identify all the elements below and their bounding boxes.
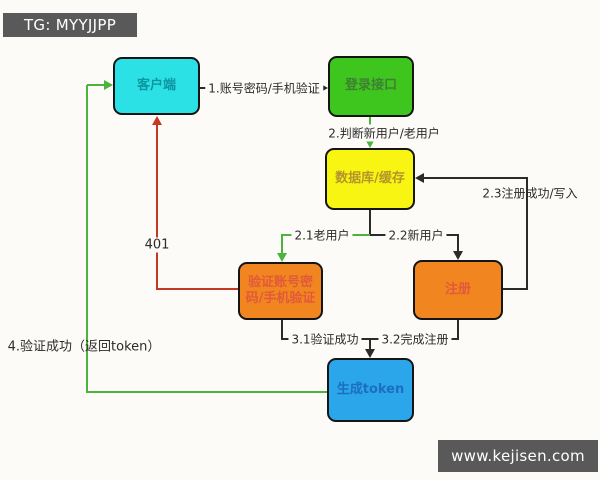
- edge-3-1-line: [281, 320, 283, 340]
- telegram-watermark-text: TG: MYYJJPP: [23, 16, 117, 34]
- edge-3-2-line: [457, 320, 459, 340]
- node-verify-credentials-label: 验证账号密码/手机验证: [245, 274, 316, 306]
- edge-2-3-arrowhead-icon: [415, 173, 424, 183]
- node-login-api-label: 登录接口: [344, 78, 397, 94]
- node-database-cache-label: 数据库/缓存: [335, 170, 405, 186]
- edge-2-3-label: 2.3注册成功/写入: [482, 186, 578, 201]
- node-register: 注册: [413, 260, 503, 320]
- edge-3-2-label: 3.2完成注册: [378, 330, 452, 348]
- node-generate-token-label: 生成token: [336, 381, 405, 397]
- edge-401-line: [156, 125, 158, 290]
- node-register-label: 注册: [444, 281, 471, 297]
- edge-2-2-line: [457, 234, 459, 251]
- site-watermark-text: www.kejisen.com: [451, 447, 585, 465]
- edge-2-3-line: [526, 178, 528, 290]
- edge-401-label: 401: [141, 237, 173, 253]
- edge-2x-stem-line: [369, 210, 371, 236]
- node-database-cache: 数据库/缓存: [325, 148, 415, 210]
- edge-3-1-label: 3.1验证成功: [288, 330, 362, 348]
- edge-4-label: 4.验证成功（返回token）: [7, 339, 161, 355]
- edge-2-arrowhead-icon: [365, 139, 375, 148]
- edge-2-2-label: 2.2新用户: [385, 226, 447, 244]
- edge-2-2-arrowhead-icon: [453, 251, 463, 260]
- edge-2-3-line: [424, 177, 528, 179]
- site-watermark: www.kejisen.com: [438, 440, 598, 472]
- node-client: 客户端: [113, 57, 200, 115]
- edge-2-1-label: 2.1老用户: [291, 226, 353, 244]
- edge-401-line: [157, 288, 238, 290]
- edge-2-1-line: [281, 234, 283, 253]
- telegram-watermark: TG: MYYJJPP: [3, 13, 137, 37]
- edge-4-line: [87, 391, 327, 393]
- edge-3-merge-line: [369, 338, 371, 350]
- node-login-api: 登录接口: [328, 56, 414, 117]
- node-client-label: 客户端: [136, 77, 176, 93]
- edge-4-arrowhead-icon: [104, 80, 113, 90]
- edge-4-line: [86, 85, 88, 393]
- edge-1-arrowhead-icon: [319, 83, 328, 93]
- edge-4-line: [87, 84, 105, 86]
- edge-401-arrowhead-icon: [152, 116, 162, 125]
- edge-3-arrowhead-icon: [365, 349, 375, 358]
- edge-2-label: 2.判断新用户/老用户: [325, 124, 443, 142]
- edge-2-3-line: [503, 288, 528, 290]
- edge-1-label: 1.账号密码/手机验证: [205, 79, 323, 97]
- edge-2-1-arrowhead-icon: [277, 253, 287, 262]
- node-generate-token: 生成token: [327, 358, 414, 422]
- node-verify-credentials: 验证账号密码/手机验证: [238, 262, 323, 320]
